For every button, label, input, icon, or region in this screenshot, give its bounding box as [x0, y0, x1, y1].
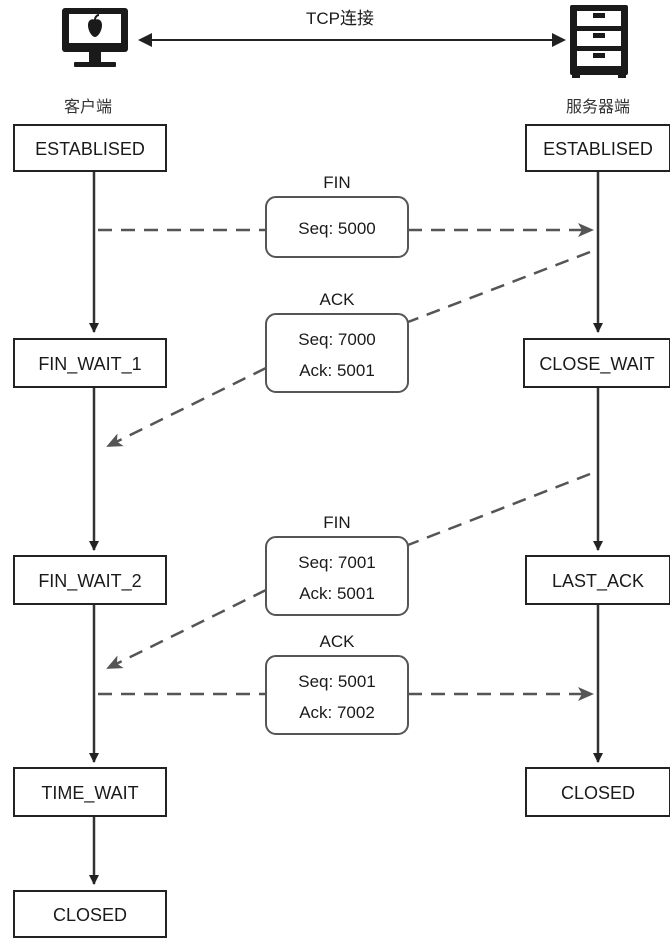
message-arrow: [106, 588, 267, 670]
message-ack-2: ACK Seq: 5001 Ack: 7002: [98, 632, 594, 735]
message-line: Seq: 7000: [298, 330, 376, 349]
client-state-closed: CLOSED: [13, 890, 167, 938]
message-fin-2: FIN Seq: 7001 Ack: 5001: [106, 472, 591, 670]
client-state-label: ESTABLISED: [35, 139, 145, 159]
client-title: 客户端: [64, 97, 112, 116]
server-state-label: CLOSED: [561, 783, 635, 803]
server-state-label: ESTABLISED: [543, 139, 653, 159]
server-state-label: CLOSE_WAIT: [539, 354, 654, 375]
connection-label: TCP连接: [306, 9, 374, 28]
message-arrow: [407, 472, 591, 547]
client-state-label: TIME_WAIT: [41, 783, 138, 804]
server-state-label: LAST_ACK: [552, 571, 644, 592]
server-state-last-ack: LAST_ACK: [525, 555, 670, 605]
server-state-close-wait: CLOSE_WAIT: [523, 338, 670, 388]
client-state-fin-wait-2: FIN_WAIT_2: [13, 555, 167, 605]
client-state-fin-wait-1: FIN_WAIT_1: [13, 338, 167, 388]
client-state-time-wait: TIME_WAIT: [13, 767, 167, 817]
message-line: Ack: 5001: [299, 361, 375, 380]
message-fin-1: FIN Seq: 5000: [98, 173, 594, 258]
message-line: Seq: 7001: [298, 553, 376, 572]
message-arrow: [407, 250, 591, 324]
server-state-established: ESTABLISED: [525, 124, 670, 172]
message-flag: ACK: [320, 290, 356, 309]
client-state-label: CLOSED: [53, 905, 127, 925]
server-cabinet-icon: [570, 5, 628, 78]
server-state-closed: CLOSED: [525, 767, 670, 817]
client-state-established: ESTABLISED: [13, 124, 167, 172]
message-line: Ack: 7002: [299, 703, 375, 722]
message-flag: ACK: [320, 632, 356, 651]
message-flag: FIN: [323, 513, 350, 532]
message-line: Seq: 5000: [298, 219, 376, 238]
computer-monitor-icon: [62, 8, 128, 67]
message-flag: FIN: [323, 173, 350, 192]
server-title: 服务器端: [566, 97, 630, 116]
client-state-label: FIN_WAIT_2: [38, 571, 141, 592]
client-state-label: FIN_WAIT_1: [38, 354, 141, 375]
message-line: Seq: 5001: [298, 672, 376, 691]
message-ack-1: ACK Seq: 7000 Ack: 5001: [106, 250, 591, 448]
message-line: Ack: 5001: [299, 584, 375, 603]
tcp-connection-arrow: [138, 33, 566, 47]
message-arrow: [106, 366, 267, 448]
